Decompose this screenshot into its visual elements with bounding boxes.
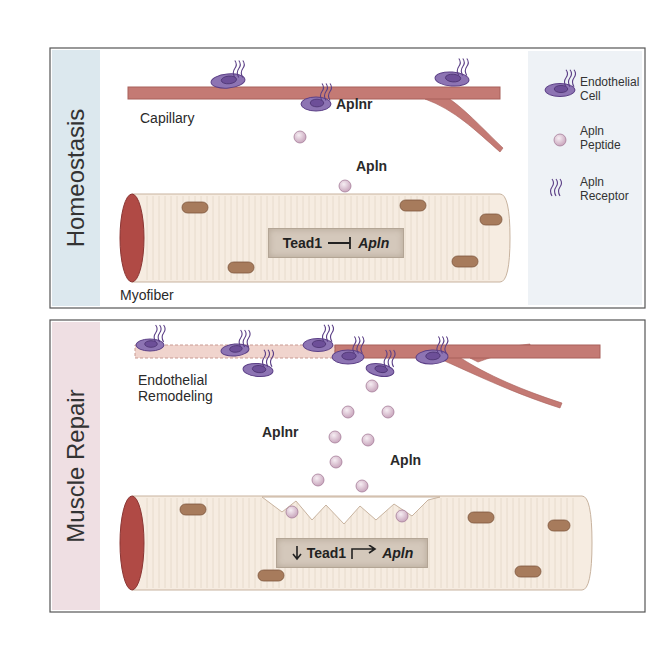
receptor-symbol — [154, 325, 165, 342]
striations — [146, 196, 494, 280]
panel-band: Homeostasis — [52, 50, 100, 306]
endothelial-cell — [303, 339, 333, 352]
apln-peptide — [366, 380, 378, 392]
myofiber-end — [120, 496, 144, 590]
legend-entry: Apln Receptor — [580, 176, 640, 204]
panel-title: Homeostasis — [62, 109, 90, 248]
annotation-label: Aplnr — [336, 96, 373, 112]
myonucleus — [468, 512, 494, 523]
myofiber-end — [120, 194, 144, 282]
down-arrow — [291, 545, 303, 561]
apln-peptide — [329, 431, 341, 443]
apln-peptide — [382, 406, 394, 418]
receptor-symbol — [323, 325, 334, 342]
myofiber-body — [132, 194, 510, 282]
receptor-symbol — [353, 337, 364, 354]
receptor-symbol — [384, 350, 395, 367]
panel-title: Muscle Repair — [62, 389, 90, 542]
myonucleus — [480, 214, 502, 225]
apln-peptide — [342, 406, 354, 418]
receptor-symbol — [263, 350, 274, 367]
apln-peptide — [286, 506, 298, 518]
myonucleus — [548, 520, 570, 531]
fiber-tear — [262, 497, 440, 524]
myonucleus — [182, 202, 208, 213]
annotation-label: Aplnr — [262, 424, 299, 440]
activation-arrow — [350, 545, 378, 561]
regulation-box: Tead1 Apln — [268, 228, 405, 258]
receptor-symbol — [565, 70, 576, 87]
receptor-symbol — [457, 59, 468, 76]
myonucleus — [515, 566, 541, 577]
receptor-symbol — [551, 179, 562, 196]
protein-name: Tead1 — [307, 545, 346, 561]
receptor-symbol — [239, 330, 250, 347]
receptor-symbol — [233, 61, 244, 78]
endothelial-cell — [221, 343, 250, 357]
apln-peptide — [294, 131, 306, 143]
capillary-tube — [335, 345, 600, 358]
gene-name: Apln — [358, 235, 389, 251]
apln-peptide — [554, 134, 566, 146]
endothelial-cell — [545, 84, 575, 97]
endothelial-cell — [136, 339, 164, 351]
endothelial-cell — [416, 349, 449, 365]
receptor-symbol — [321, 84, 332, 101]
annotation-label: Capillary — [140, 110, 194, 126]
legend-entry: Endothelial Cell — [580, 76, 640, 104]
striations — [146, 498, 576, 588]
endothelial-cell — [242, 362, 273, 378]
myofiber-body — [132, 496, 592, 590]
capillary-branch — [425, 96, 503, 152]
endothelial-cell — [301, 97, 331, 111]
inhibition-symbol — [326, 235, 354, 251]
endothelial-cell — [435, 71, 470, 87]
apln-peptide — [330, 456, 342, 468]
apln-peptide — [339, 180, 351, 192]
panel-frame — [50, 320, 645, 612]
annotation-label: Apln — [390, 452, 421, 468]
gene-name: Apln — [382, 545, 413, 561]
regulation-box: Tead1 Apln — [276, 538, 429, 568]
capillary-branch — [440, 356, 562, 408]
myonucleus — [452, 256, 478, 267]
annotation-label: Myofiber — [120, 287, 174, 303]
endothelial-cell — [210, 73, 245, 90]
apln-peptide — [312, 474, 324, 486]
apln-peptide — [396, 510, 408, 522]
annotation-label: Apln — [356, 158, 387, 174]
myonucleus — [258, 570, 284, 581]
apln-peptide — [396, 510, 408, 522]
apln-peptide — [362, 434, 374, 446]
myonucleus — [228, 262, 254, 273]
endothelial-cell — [332, 350, 364, 364]
myonucleus — [180, 504, 206, 515]
apln-peptide — [356, 480, 368, 492]
myonucleus — [400, 200, 426, 211]
legend-panel — [528, 51, 642, 305]
protein-name: Tead1 — [283, 235, 322, 251]
panel-band: Muscle Repair — [52, 322, 100, 610]
legend-entry: Apln Peptide — [580, 125, 640, 153]
apln-peptide — [286, 506, 298, 518]
endothelial-cell — [365, 362, 395, 379]
panel-frame — [50, 48, 645, 308]
annotation-label: Endothelial Remodeling — [138, 372, 234, 404]
receptor-symbol — [437, 337, 448, 354]
